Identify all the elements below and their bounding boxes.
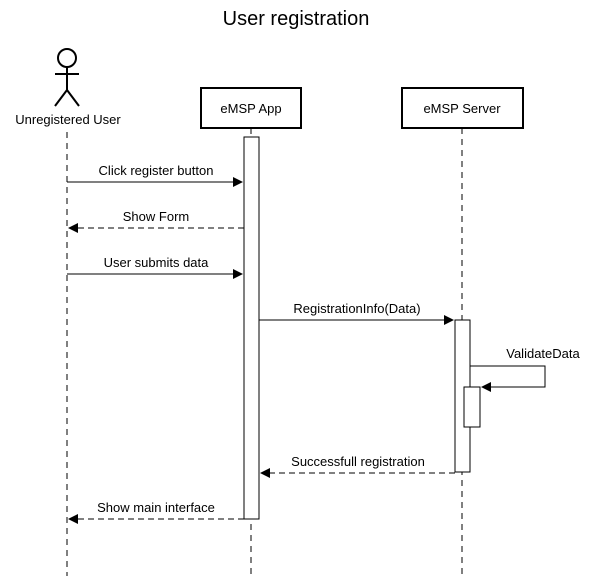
message-click-register-label: Click register button	[99, 163, 214, 178]
message-click-register: Click register button	[67, 163, 243, 187]
stick-figure-icon	[54, 48, 80, 107]
participant-app: eMSP App	[200, 87, 302, 129]
activation-server-nested	[463, 386, 481, 428]
message-show-main-interface-label: Show main interface	[97, 500, 215, 515]
participant-app-label: eMSP App	[220, 101, 281, 116]
message-registration-info-label: RegistrationInfo(Data)	[293, 301, 420, 316]
diagram-title: User registration	[223, 8, 370, 30]
message-validate-data-label: ValidateData	[506, 346, 580, 361]
message-show-main-interface: Show main interface	[68, 500, 244, 524]
message-successful-registration: Successfull registration	[260, 454, 455, 478]
actor-user: Unregistered User	[15, 48, 121, 127]
message-registration-info: RegistrationInfo(Data)	[259, 301, 454, 325]
message-successful-registration-label: Successfull registration	[291, 454, 425, 469]
message-submit-data-label: User submits data	[104, 255, 210, 270]
actor-user-label: Unregistered User	[15, 112, 121, 127]
participant-server: eMSP Server	[401, 87, 524, 129]
participant-server-label: eMSP Server	[423, 101, 501, 116]
message-show-form-label: Show Form	[123, 209, 189, 224]
message-submit-data: User submits data	[67, 255, 243, 279]
activation-app	[243, 136, 260, 520]
message-show-form: Show Form	[68, 209, 244, 233]
message-validate-data: ValidateData	[470, 346, 581, 392]
